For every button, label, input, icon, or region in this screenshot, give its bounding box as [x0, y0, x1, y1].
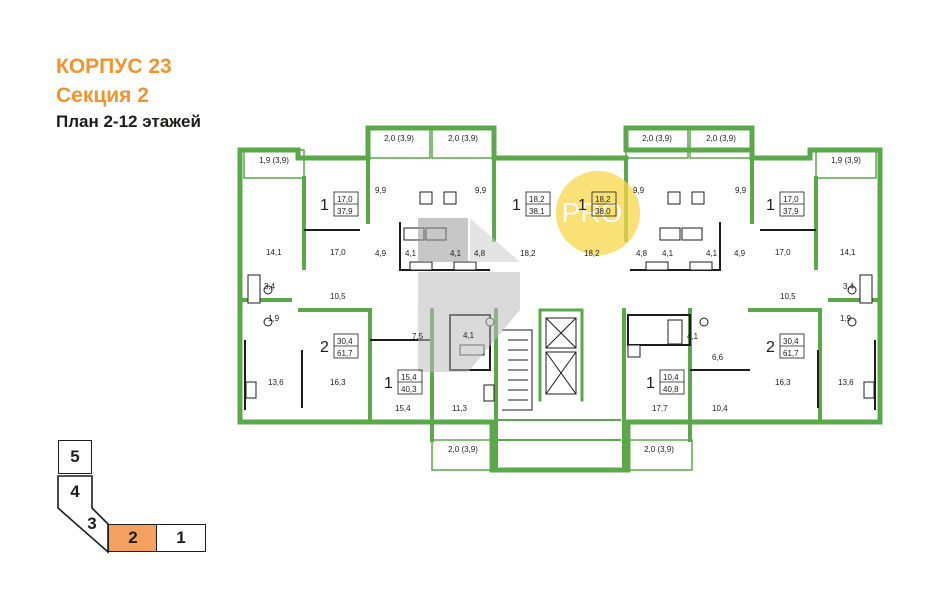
room-area: 10,5: [330, 292, 346, 301]
room-area: 10,4: [712, 404, 728, 413]
room-area: 16,3: [330, 378, 346, 387]
building-title: КОРПУС 23: [56, 55, 172, 78]
room-area: 14,1: [266, 248, 282, 257]
watermark-logo: [418, 218, 520, 372]
balcony-label: 1,9 (3,9): [831, 156, 861, 165]
room-area: 11,3: [452, 404, 468, 413]
room-area: 15,4: [395, 404, 411, 413]
room-area: 13,6: [838, 378, 854, 387]
section-5-button[interactable]: 5: [58, 440, 92, 474]
balcony-label: 2,0 (3,9): [644, 445, 674, 454]
apartment-marker: 1 17,0 37,9: [320, 191, 359, 217]
total-area: 40,8: [663, 385, 679, 394]
room-area: 4,1: [687, 332, 699, 341]
room-area: 18,2: [520, 249, 536, 258]
apartment-marker: 1 10,4 40,8: [646, 369, 685, 395]
apartment-marker: 1 17,0 37,9: [766, 191, 805, 217]
room-area: 4,8: [474, 249, 486, 258]
room-area: 7,5: [412, 332, 424, 341]
living-area: 30,4: [783, 337, 799, 346]
room-area: 4,8: [636, 249, 648, 258]
total-area: 37,9: [337, 207, 353, 216]
total-area: 38,1: [529, 207, 545, 216]
apartment-marker: 2 30,4 61,7: [320, 333, 359, 359]
apartment-marker: 1 15,4 40,3: [384, 369, 423, 395]
section-2-button[interactable]: 2: [108, 524, 158, 552]
room-area: 4,1: [450, 249, 462, 258]
room-area: 17,7: [652, 404, 668, 413]
apartment-marker: 1 18,2 38,1: [512, 191, 551, 217]
room-count: 2: [320, 339, 329, 356]
room-count: 1: [384, 375, 393, 392]
interior-partitions: [244, 222, 876, 410]
total-area: 37,9: [783, 207, 799, 216]
room-area: 6,6: [712, 353, 724, 362]
room-area: 4,1: [463, 331, 475, 340]
room-count: 1: [646, 375, 655, 392]
plan-header: КОРПУС 23 Секция 2 План 2-12 этажей: [56, 52, 201, 134]
room-area: 1,9: [840, 314, 852, 323]
section-4-label: 4: [70, 482, 80, 501]
room-area: 18,2: [584, 249, 600, 258]
highlight-circle: [556, 171, 640, 255]
apartment-markers: 1 17,0 37,9 1 18,2 38,1 1 18,2 38,0 1 17…: [320, 191, 805, 395]
balcony-label: 2,0 (3,9): [642, 134, 672, 143]
balcony-labels: 1,9 (3,9) 2,0 (3,9) 2,0 (3,9) 2,0 (3,9) …: [259, 134, 861, 454]
room-area: 4,9: [375, 249, 387, 258]
room-area: 9,9: [735, 186, 747, 195]
room-count: 2: [766, 339, 775, 356]
room-area: 16,3: [775, 378, 791, 387]
room-area: 4,1: [662, 249, 674, 258]
balcony-label: 1,9 (3,9): [259, 156, 289, 165]
room-area: 9,9: [475, 186, 487, 195]
room-area: 4,1: [405, 249, 417, 258]
room-count: 1: [578, 197, 587, 214]
total-area: 61,7: [783, 349, 799, 358]
living-area: 10,4: [663, 373, 679, 382]
apartment-marker: 2 30,4 61,7: [766, 333, 805, 359]
section-4-button[interactable]: 4: [58, 476, 92, 508]
room-area: 4,1: [706, 249, 718, 258]
room-area: 9,9: [375, 186, 387, 195]
balcony-label: 2,0 (3,9): [448, 134, 478, 143]
living-area: 18,2: [529, 195, 545, 204]
living-area: 15,4: [401, 373, 417, 382]
room-count: 1: [320, 197, 329, 214]
room-area: 3,4: [843, 282, 855, 291]
room-area-labels: 9,9 9,9 9,9 9,9 14,1 17,0 4,9 4,1 4,1 4,…: [264, 186, 856, 413]
section-1-label: 1: [176, 528, 186, 547]
room-count: 1: [766, 197, 775, 214]
stair-core: [502, 317, 577, 411]
room-area: 10,5: [780, 292, 796, 301]
living-area: 17,0: [337, 195, 353, 204]
room-area: 17,0: [775, 248, 791, 257]
total-area: 38,0: [595, 207, 611, 216]
balcony-label: 2,0 (3,9): [706, 134, 736, 143]
room-count: 1: [512, 197, 521, 214]
section-5-label: 5: [70, 447, 80, 466]
room-area: 9,9: [633, 186, 645, 195]
room-area: 3,4: [264, 282, 276, 291]
balcony-label: 2,0 (3,9): [384, 134, 414, 143]
section-1-button[interactable]: 1: [156, 524, 206, 552]
room-area: 13,6: [268, 378, 284, 387]
total-area: 61,7: [337, 349, 353, 358]
section-3-label: 3: [87, 514, 97, 533]
plan-subtitle: План 2-12 этажей: [56, 112, 201, 131]
room-area: 1,9: [268, 314, 280, 323]
total-area: 40,3: [401, 385, 417, 394]
section-title: Секция 2: [56, 84, 149, 107]
apartment-marker: 1 18,2 38,0: [578, 191, 617, 217]
section-2-label: 2: [128, 528, 138, 547]
section-3-button[interactable]: 3: [78, 510, 106, 538]
room-area: 17,0: [330, 248, 346, 257]
living-area: 30,4: [337, 337, 353, 346]
room-area: 14,1: [840, 248, 856, 257]
living-area: 18,2: [595, 195, 611, 204]
balcony-label: 2,0 (3,9): [448, 445, 478, 454]
room-area: 4,9: [734, 249, 746, 258]
living-area: 17,0: [783, 195, 799, 204]
